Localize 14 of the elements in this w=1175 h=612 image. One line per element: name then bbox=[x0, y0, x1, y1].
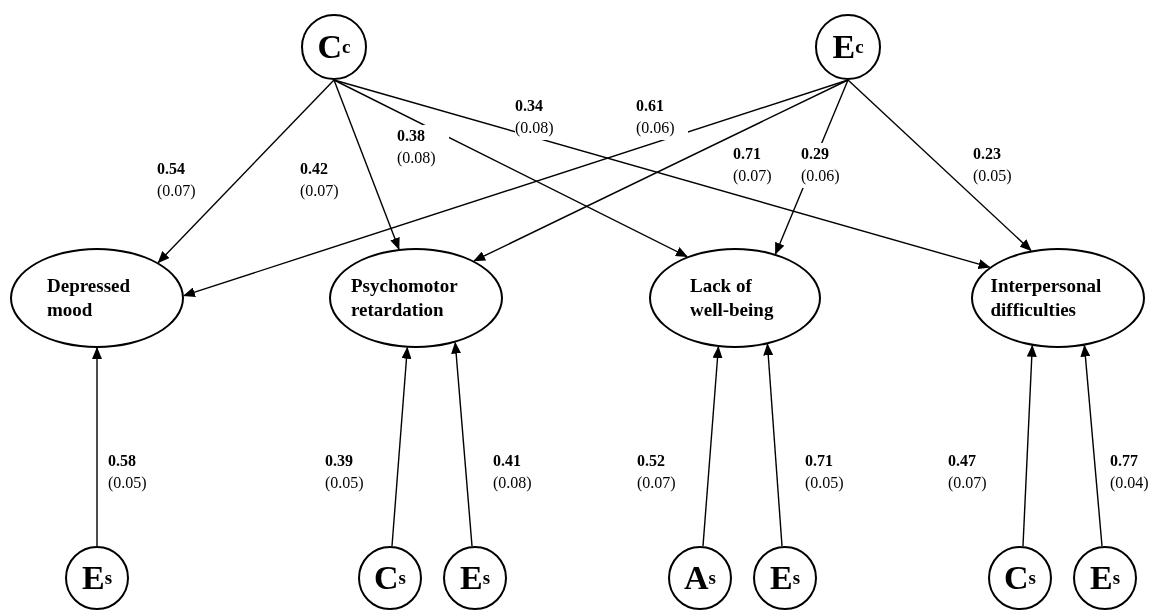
path-arrow bbox=[473, 79, 849, 262]
variable-name: Psychomotor retardation bbox=[351, 274, 459, 322]
path-arrow bbox=[333, 79, 400, 250]
path-arrow bbox=[333, 79, 991, 269]
variable-name: Lack of well-being bbox=[690, 274, 775, 322]
path-arrow bbox=[333, 79, 688, 258]
variable-name: Depressed mood bbox=[47, 274, 132, 322]
path-arrow bbox=[157, 79, 335, 264]
variable-name: Interpersonal difficulties bbox=[990, 274, 1103, 322]
path-arrow bbox=[391, 346, 412, 547]
path-arrow bbox=[451, 341, 473, 547]
path-arrow bbox=[92, 347, 102, 547]
path-coefficient: 0.38 (0.08) bbox=[397, 125, 449, 170]
path-arrow bbox=[702, 346, 723, 547]
